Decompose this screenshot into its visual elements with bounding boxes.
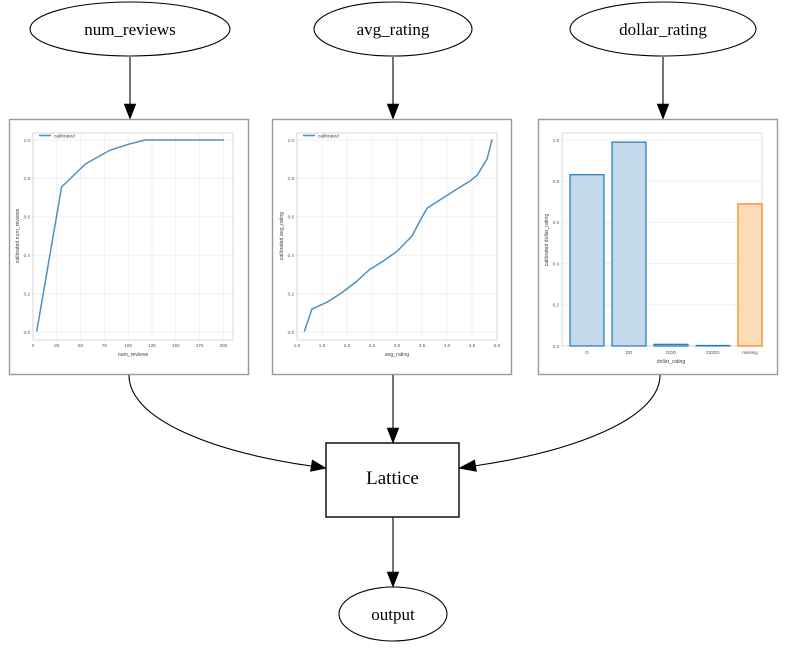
bar-d bbox=[569, 174, 605, 347]
bar-ddd bbox=[653, 343, 689, 347]
x-tick: 5.0 bbox=[494, 343, 501, 348]
x-tick: 3.5 bbox=[419, 343, 426, 348]
input-node-avg-rating-label: avg_rating bbox=[357, 20, 430, 39]
x-tick: 4.5 bbox=[469, 343, 476, 348]
y-tick: 0.4 bbox=[553, 261, 560, 266]
x-axis-ticks: 1.0 1.5 2.0 2.5 3.0 3.5 4.0 4.5 5.0 bbox=[294, 343, 501, 348]
y-tick: 1.0 bbox=[24, 138, 31, 143]
x-tick: 2.5 bbox=[369, 343, 376, 348]
y-tick: 0.8 bbox=[553, 179, 560, 184]
edge-calibrator-num-reviews-to-lattice bbox=[128, 374, 327, 472]
x-tick: 200 bbox=[220, 343, 228, 348]
edge-calibrator-avg-rating-to-lattice bbox=[386, 375, 400, 444]
x-axis-title: avg_rating bbox=[385, 352, 409, 358]
y-tick: 0.0 bbox=[288, 330, 295, 335]
y-tick: 0.2 bbox=[288, 291, 295, 296]
x-tick: 3.0 bbox=[394, 343, 401, 348]
bar-series bbox=[569, 141, 763, 347]
x-tick: 4.0 bbox=[444, 343, 451, 348]
chart-legend: calibrated bbox=[39, 133, 75, 139]
y-tick: 0.4 bbox=[288, 253, 295, 258]
calibrator-chart-num-reviews: calibrated 0.0 0.2 0.4 0.6 0.8 1.0 0 25 … bbox=[8, 118, 250, 376]
x-tick: 2.0 bbox=[344, 343, 351, 348]
edge-calibrator-dollar-rating-to-lattice bbox=[458, 374, 661, 472]
input-node-dollar-rating[interactable]: dollar_rating bbox=[569, 1, 757, 57]
input-node-num-reviews[interactable]: num_reviews bbox=[29, 1, 231, 57]
legend-item-calibrated: calibrated bbox=[54, 133, 75, 139]
y-axis-ticks: 0.0 0.2 0.4 0.6 0.8 1.0 bbox=[288, 138, 295, 335]
process-node-lattice[interactable]: Lattice bbox=[325, 442, 460, 518]
x-tick: DDD bbox=[666, 350, 677, 355]
x-tick: DDDD bbox=[706, 350, 720, 355]
x-tick: 50 bbox=[78, 343, 84, 348]
y-tick: 0.2 bbox=[553, 303, 560, 308]
y-tick: 0.0 bbox=[553, 344, 560, 349]
edge-avg-rating-to-calibrator bbox=[386, 57, 400, 120]
x-axis-title: dollar_rating bbox=[657, 359, 686, 365]
y-tick: 0.8 bbox=[288, 176, 295, 181]
y-tick: 0.0 bbox=[24, 330, 31, 335]
x-tick: missing bbox=[742, 350, 758, 355]
x-tick: 1.5 bbox=[319, 343, 326, 348]
output-node-label: output bbox=[371, 605, 415, 624]
x-tick: D bbox=[585, 350, 589, 355]
input-node-dollar-rating-label: dollar_rating bbox=[619, 20, 707, 39]
y-axis-ticks: 0.0 0.2 0.4 0.6 0.8 1.0 bbox=[24, 138, 31, 335]
x-tick: DD bbox=[626, 350, 633, 355]
y-tick: 0.2 bbox=[24, 291, 31, 296]
x-tick: 1.0 bbox=[294, 343, 301, 348]
y-axis-ticks: 0.0 0.2 0.4 0.6 0.8 1.0 bbox=[553, 138, 560, 349]
edge-num-reviews-to-calibrator bbox=[123, 57, 137, 120]
x-tick: 75 bbox=[102, 343, 108, 348]
edge-dollar-rating-to-calibrator bbox=[656, 57, 670, 120]
calibrator-chart-avg-rating: calibrated 0.0 0.2 0.4 0.6 0.8 1.0 1.0 1… bbox=[271, 118, 513, 376]
y-tick: 1.0 bbox=[288, 138, 295, 143]
bar-dddd bbox=[695, 344, 731, 347]
edge-lattice-to-output bbox=[386, 517, 400, 588]
bar-missing bbox=[737, 203, 763, 347]
x-tick: 150 bbox=[172, 343, 180, 348]
series-calibrated-line bbox=[36, 139, 225, 332]
y-tick: 1.0 bbox=[553, 138, 560, 143]
x-axis-ticks: 0 25 50 75 100 125 150 175 200 bbox=[32, 343, 228, 348]
legend-item-calibrated: calibrated bbox=[318, 133, 339, 139]
input-node-num-reviews-label: num_reviews bbox=[84, 20, 176, 39]
y-tick: 0.6 bbox=[24, 215, 31, 220]
x-tick: 100 bbox=[124, 343, 132, 348]
output-node[interactable]: output bbox=[338, 586, 448, 642]
y-axis-title: calibrated dollar_rating bbox=[544, 214, 550, 267]
calibrator-chart-dollar-rating: 0.0 0.2 0.4 0.6 0.8 1.0 D DD DDD DDDD mi… bbox=[537, 118, 779, 376]
bar-dd bbox=[611, 141, 647, 347]
x-axis-title: num_reviews bbox=[118, 352, 149, 358]
x-tick: 125 bbox=[148, 343, 156, 348]
y-tick: 0.6 bbox=[288, 215, 295, 220]
x-axis-ticks: D DD DDD DDDD missing bbox=[585, 350, 758, 355]
y-tick: 0.8 bbox=[24, 176, 31, 181]
y-tick: 0.4 bbox=[24, 253, 31, 258]
y-tick: 0.6 bbox=[553, 220, 560, 225]
process-node-lattice-label: Lattice bbox=[366, 468, 419, 489]
chart-legend: calibrated bbox=[303, 133, 339, 139]
grid-lines bbox=[32, 133, 233, 340]
x-tick: 0 bbox=[32, 343, 35, 348]
y-axis-title: calibrated avg_rating bbox=[279, 212, 285, 260]
y-axis-title: calibrated num_reviews bbox=[15, 208, 21, 263]
input-node-avg-rating[interactable]: avg_rating bbox=[313, 1, 473, 57]
series-calibrated-line bbox=[303, 139, 493, 332]
x-tick: 175 bbox=[196, 343, 204, 348]
x-tick: 25 bbox=[54, 343, 60, 348]
